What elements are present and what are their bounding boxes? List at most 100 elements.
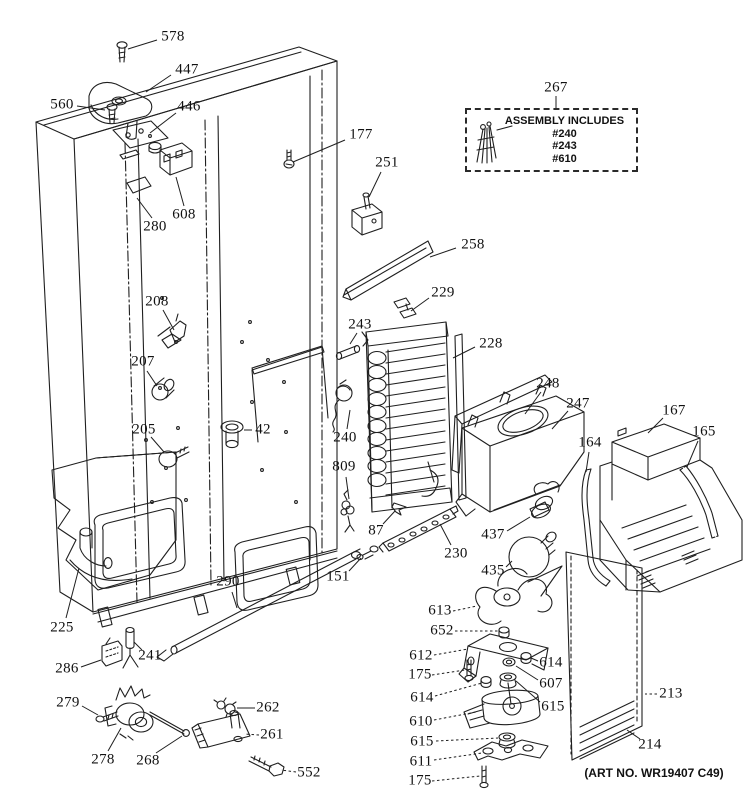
screw-177 [283, 149, 295, 169]
callout-247: 247 [566, 395, 590, 412]
pin-241 [122, 626, 139, 669]
leader-612 [433, 648, 469, 656]
plug-42 [220, 420, 244, 449]
grommet-615-upper [499, 672, 517, 689]
callout-614: 614 [539, 654, 563, 671]
callout-608: 608 [172, 206, 196, 223]
callout-652: 652 [430, 622, 454, 639]
drain-tube-290 [156, 548, 362, 662]
leader-243 [349, 332, 358, 345]
callout-614: 614 [410, 689, 434, 706]
callout-167: 167 [662, 402, 686, 419]
leader-229 [410, 297, 430, 312]
callout-175: 175 [408, 772, 432, 789]
assembly-item: #610 [552, 152, 577, 165]
callout-290: 290 [216, 573, 240, 590]
callout-241: 241 [138, 647, 162, 664]
callout-607: 607 [539, 675, 563, 692]
leader-614 [434, 682, 483, 697]
callout-286: 286 [55, 660, 79, 677]
screw-175-upper [464, 659, 474, 682]
motor-shaft [507, 682, 512, 705]
leader-615 [435, 737, 499, 742]
leader-251 [368, 171, 382, 198]
assembly-items: #240 #243 #610 [493, 128, 636, 166]
leader-279 [81, 705, 99, 716]
callout-230: 230 [444, 545, 468, 562]
leader-240 [346, 409, 351, 430]
nut-614-right [520, 652, 532, 664]
deflector-258 [342, 240, 434, 301]
clip-87 [391, 502, 407, 516]
clip-286 [101, 637, 123, 667]
leader-261 [243, 733, 260, 736]
leader-552 [280, 769, 297, 773]
callout-228: 228 [479, 335, 503, 352]
callout-615: 615 [410, 733, 434, 750]
leader-615 [515, 680, 541, 703]
light-bulb-435 [508, 531, 557, 578]
assembly-heading: ASSEMBLY INCLUDES [504, 115, 625, 127]
nut-614-left [480, 676, 492, 688]
assembly-item: #240 [552, 127, 577, 140]
fan-shroud-247 [455, 384, 585, 517]
callout-164: 164 [578, 434, 602, 451]
divider-panel [251, 346, 329, 443]
callout-611: 611 [409, 753, 433, 770]
leader-286 [80, 659, 102, 668]
screw-175-lower [479, 765, 489, 789]
callout-151: 151 [326, 568, 350, 585]
leader-278 [107, 727, 122, 752]
leader-613 [452, 605, 478, 612]
callout-615: 615 [541, 698, 565, 715]
leader-435 [505, 560, 513, 568]
callout-613: 613 [428, 602, 452, 619]
callout-262: 262 [256, 699, 280, 716]
callout-258: 258 [461, 236, 485, 253]
mount-bracket-611 [473, 739, 549, 761]
leader-225 [65, 567, 80, 619]
hinge-cover-447 [88, 81, 153, 140]
callout-205: 205 [132, 421, 156, 438]
clip-229 [393, 297, 417, 319]
cover-tab-hatch [681, 550, 699, 565]
callout-435: 435 [481, 562, 505, 579]
callout-612: 612 [409, 647, 433, 664]
divider-shadow [251, 345, 325, 375]
assembly-item: #243 [552, 140, 577, 152]
knob-screw-205 [158, 446, 190, 468]
latch-208 [157, 313, 187, 349]
leader-437 [506, 516, 531, 532]
callout-446: 446 [177, 98, 201, 115]
leader-87 [382, 510, 396, 525]
wire-harness-icon [476, 121, 513, 164]
callout-809: 809 [332, 458, 356, 475]
sensor-809 [340, 489, 355, 533]
callout-560: 560 [50, 96, 74, 113]
drain-trough-230 [378, 505, 459, 553]
assembly-includes-box: ASSEMBLY INCLUDES #240 #243 #610 [465, 108, 638, 172]
callout-437: 437 [481, 526, 505, 543]
link-rod-268 [149, 711, 190, 737]
lamp-socket-437 [529, 481, 560, 519]
callout-229: 229 [431, 284, 455, 301]
evaporator-cover-165-assembly [599, 459, 743, 593]
callout-279: 279 [56, 694, 80, 711]
callout-207: 207 [131, 353, 155, 370]
assembly-includes-text: ASSEMBLY INCLUDES #240 #243 #610 [467, 115, 636, 165]
leader-164 [585, 451, 590, 473]
bottom-rail [92, 550, 338, 615]
leader-280 [136, 197, 153, 219]
callout-278: 278 [91, 751, 115, 768]
leader-167 [647, 417, 664, 434]
leader-207 [146, 370, 158, 387]
rear-panel-213 [565, 551, 643, 761]
screw-279 [95, 711, 119, 723]
clip-280 [126, 176, 152, 194]
vent-slats [579, 700, 635, 760]
leader-809 [345, 476, 350, 500]
thermostat-240 [332, 379, 353, 433]
nut-607 [502, 657, 516, 667]
leader-248 [524, 391, 542, 415]
